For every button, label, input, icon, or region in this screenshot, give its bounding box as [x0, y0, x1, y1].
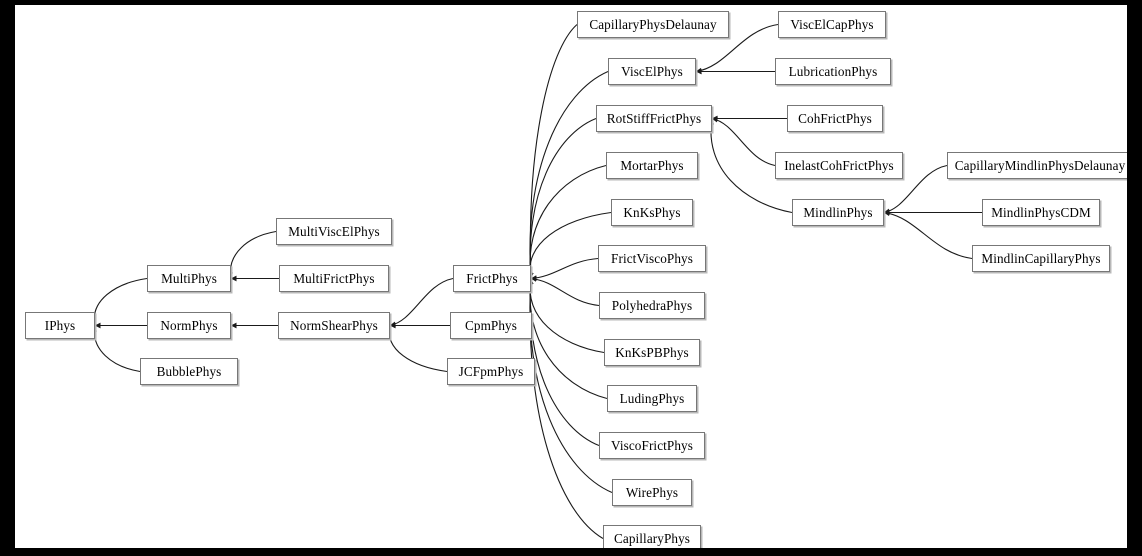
edge-CapillaryPhysDelaunay-to-FrictPhys — [527, 24, 578, 279]
class-node-NormPhys[interactable]: NormPhys — [147, 312, 231, 339]
class-node-MindlinCapillaryPhys[interactable]: MindlinCapillaryPhys — [972, 245, 1110, 272]
class-node-MindlinPhysCDM[interactable]: MindlinPhysCDM — [982, 199, 1100, 226]
edge-PolyhedraPhys-to-FrictPhys — [530, 276, 600, 307]
class-node-MultiPhys[interactable]: MultiPhys — [147, 265, 231, 292]
edge-ViscElPhys-to-FrictPhys — [527, 70, 609, 279]
class-node-MindlinPhys[interactable]: MindlinPhys — [792, 199, 884, 226]
edge-MultiViscElPhys-to-MultiPhys — [227, 230, 277, 279]
class-node-KnKsPhys[interactable]: KnKsPhys — [611, 199, 693, 226]
class-node-NormShearPhys[interactable]: NormShearPhys — [278, 312, 390, 339]
class-node-MultiViscElPhys[interactable]: MultiViscElPhys — [276, 218, 392, 245]
class-node-CapillaryMindlinPhysDelaunay[interactable]: CapillaryMindlinPhysDelaunay — [947, 152, 1127, 179]
class-node-CohFrictPhys[interactable]: CohFrictPhys — [787, 105, 883, 132]
class-node-CpmPhys[interactable]: CpmPhys — [450, 312, 532, 339]
class-node-PolyhedraPhys[interactable]: PolyhedraPhys — [599, 292, 705, 319]
class-node-ViscoFrictPhys[interactable]: ViscoFrictPhys — [599, 432, 705, 459]
class-node-CapillaryPhysDelaunay[interactable]: CapillaryPhysDelaunay — [577, 11, 729, 38]
class-node-RotStiffFrictPhys[interactable]: RotStiffFrictPhys — [596, 105, 712, 132]
class-node-LubricationPhys[interactable]: LubricationPhys — [775, 58, 891, 85]
class-node-CapillaryPhys[interactable]: CapillaryPhys — [603, 525, 701, 548]
class-node-IPhys[interactable]: IPhys — [25, 312, 95, 339]
edge-ViscoFrictPhys-to-FrictPhys — [527, 278, 600, 447]
class-node-MultiFrictPhys[interactable]: MultiFrictPhys — [279, 265, 389, 292]
edge-BubblePhys-to-IPhys — [91, 325, 141, 373]
class-node-KnKsPBPhys[interactable]: KnKsPBPhys — [604, 339, 700, 366]
class-node-ViscElPhys[interactable]: ViscElPhys — [608, 58, 696, 85]
class-node-LudingPhys[interactable]: LudingPhys — [607, 385, 697, 412]
edge-JCFpmPhys-to-NormShearPhys — [385, 325, 448, 373]
class-node-BubblePhys[interactable]: BubblePhys — [140, 358, 238, 385]
edge-FrictPhys-to-NormShearPhys — [389, 277, 454, 328]
edge-LudingPhys-to-FrictPhys — [527, 278, 608, 400]
class-node-WirePhys[interactable]: WirePhys — [612, 479, 692, 506]
edge-MortarPhys-to-FrictPhys — [527, 164, 607, 279]
edge-InelastCohFrictPhys-to-RotStiffFrictPhys — [711, 116, 776, 167]
class-node-InelastCohFrictPhys[interactable]: InelastCohFrictPhys — [775, 152, 903, 179]
edge-RotStiffFrictPhys-to-FrictPhys — [527, 117, 597, 279]
edge-KnKsPBPhys-to-FrictPhys — [527, 278, 605, 354]
class-node-FrictViscoPhys[interactable]: FrictViscoPhys — [598, 245, 706, 272]
edge-FrictViscoPhys-to-FrictPhys — [530, 257, 599, 281]
class-node-JCFpmPhys[interactable]: JCFpmPhys — [447, 358, 535, 385]
edge-MultiPhys-to-IPhys — [91, 277, 148, 326]
class-node-MortarPhys[interactable]: MortarPhys — [606, 152, 698, 179]
edge-MindlinCapillaryPhys-to-MindlinPhys — [883, 210, 973, 260]
class-node-ViscElCapPhys[interactable]: ViscElCapPhys — [778, 11, 886, 38]
class-node-FrictPhys[interactable]: FrictPhys — [453, 265, 531, 292]
edge-CapillaryPhys-to-FrictPhys — [527, 278, 604, 539]
